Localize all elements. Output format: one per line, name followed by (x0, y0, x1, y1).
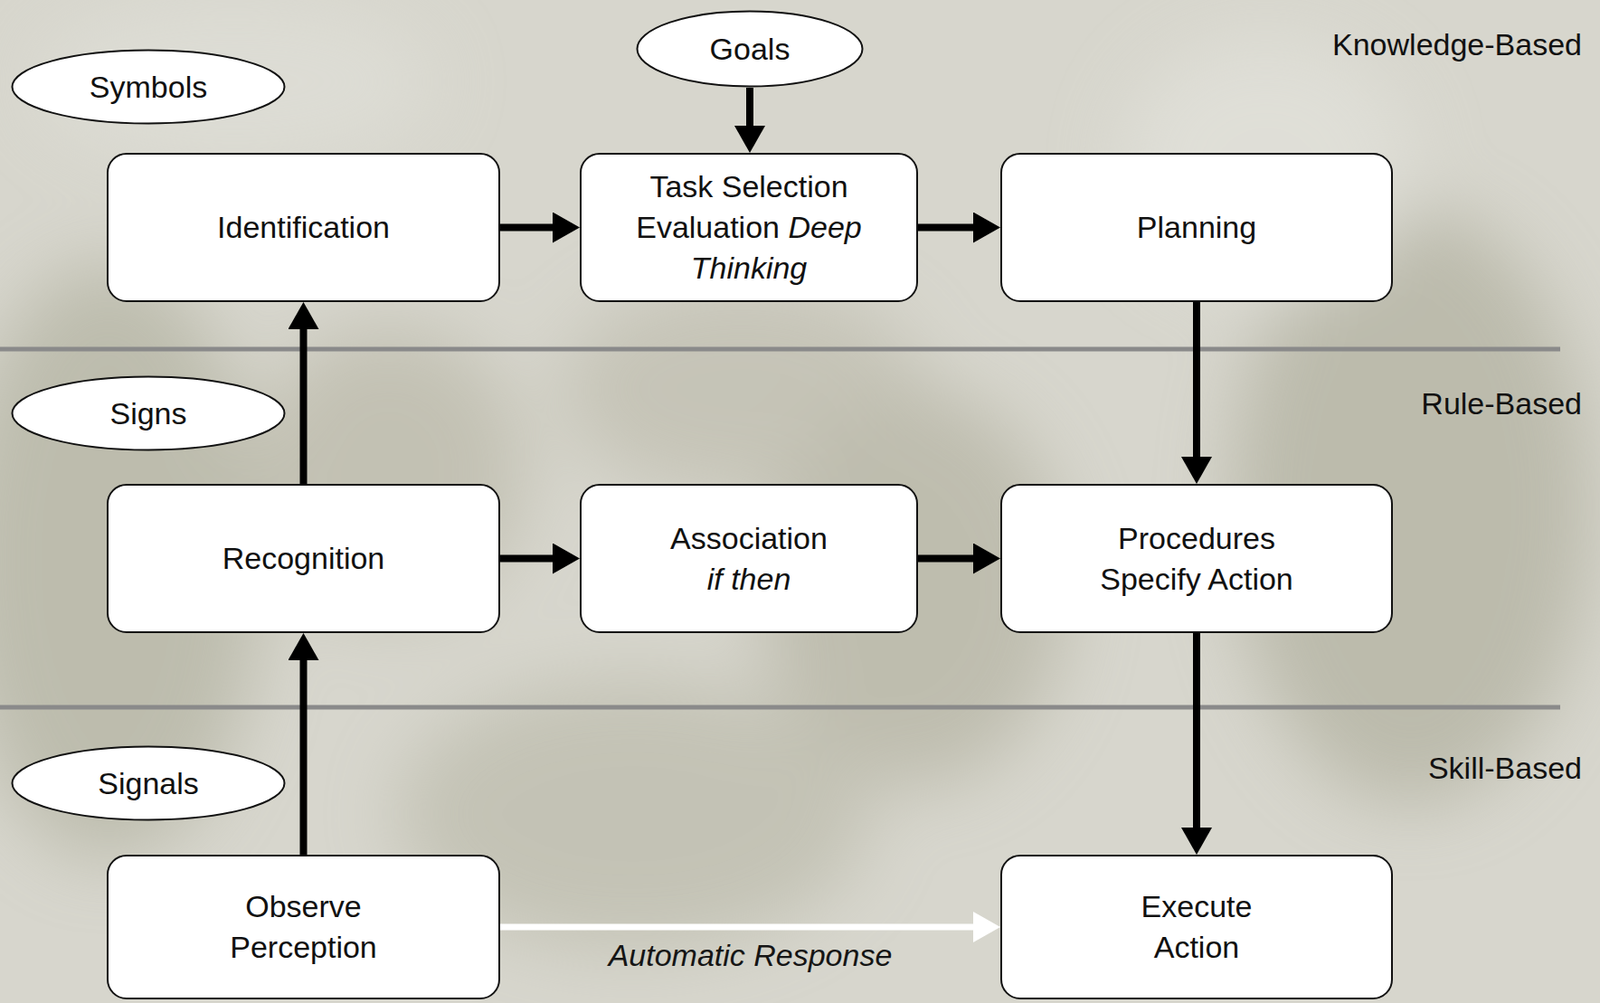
node-label: Goals (710, 28, 791, 70)
category-ellipse: Symbols (10, 48, 286, 125)
flow-arrow (500, 224, 553, 232)
process-box: Planning (1000, 152, 1393, 303)
flow-arrow (500, 555, 553, 563)
node-label: Symbols (89, 66, 208, 108)
node-text: Recognition (222, 538, 386, 579)
node-text: Procedures Specify Action (1079, 518, 1315, 600)
flow-arrow (918, 224, 974, 232)
node-text: Planning (1136, 207, 1257, 248)
flow-arrow (500, 924, 974, 931)
flow-arrow (746, 87, 754, 126)
node-text: Signs (109, 393, 187, 435)
process-box: Execute Action (1000, 854, 1393, 1000)
node-text: Observe Perception (213, 886, 395, 968)
category-ellipse: Goals (635, 9, 864, 88)
node-text: Goals (710, 28, 791, 70)
node-label: Planning (1136, 207, 1257, 248)
node-label: if then (670, 558, 828, 600)
node-label: Association (670, 518, 828, 559)
process-box: Recognition (106, 483, 501, 634)
flow-arrow (300, 329, 308, 484)
ellipse-shape (12, 377, 285, 451)
process-box: Identification (106, 152, 501, 303)
edge-label: Automatic Response (608, 937, 893, 974)
node-text: Identification (217, 207, 390, 248)
process-box: Associationif then (579, 483, 919, 634)
flow-arrow (300, 660, 308, 855)
node-label: Execute Action (1106, 886, 1288, 968)
ellipse-shape (12, 50, 285, 124)
layer-label: Rule-Based (1420, 386, 1582, 422)
category-ellipse: Signs (10, 375, 286, 452)
node-label: Signals (97, 763, 199, 805)
node-label: Procedures Specify Action (1079, 518, 1315, 600)
process-box: Task Selection EvaluationDeep Thinking (579, 152, 919, 303)
layer-divider (0, 347, 1561, 352)
process-box: Observe Perception (106, 854, 501, 1000)
washed-photo (0, 0, 1592, 950)
flow-arrow (1192, 302, 1201, 457)
node-text: Task Selection EvaluationDeep Thinking (617, 166, 881, 289)
node-label: Recognition (222, 538, 386, 579)
node-text: Execute Action (1106, 886, 1288, 968)
flow-arrow (1192, 633, 1201, 828)
process-box: Procedures Specify Action (1000, 483, 1393, 634)
node-label: Signs (109, 393, 187, 435)
node-text: Associationif then (670, 518, 828, 600)
node-label: Identification (217, 207, 390, 248)
node-label: Observe Perception (213, 886, 395, 968)
node-text: Symbols (89, 66, 208, 108)
node-text: Signals (97, 763, 199, 805)
ellipse-shape (12, 747, 285, 821)
layer-label: Knowledge-Based (1332, 27, 1582, 63)
flow-arrow (918, 555, 974, 563)
layer-label: Skill-Based (1428, 750, 1582, 786)
ellipse-shape (637, 11, 863, 87)
layer-divider (0, 705, 1561, 711)
category-ellipse: Signals (10, 745, 286, 822)
